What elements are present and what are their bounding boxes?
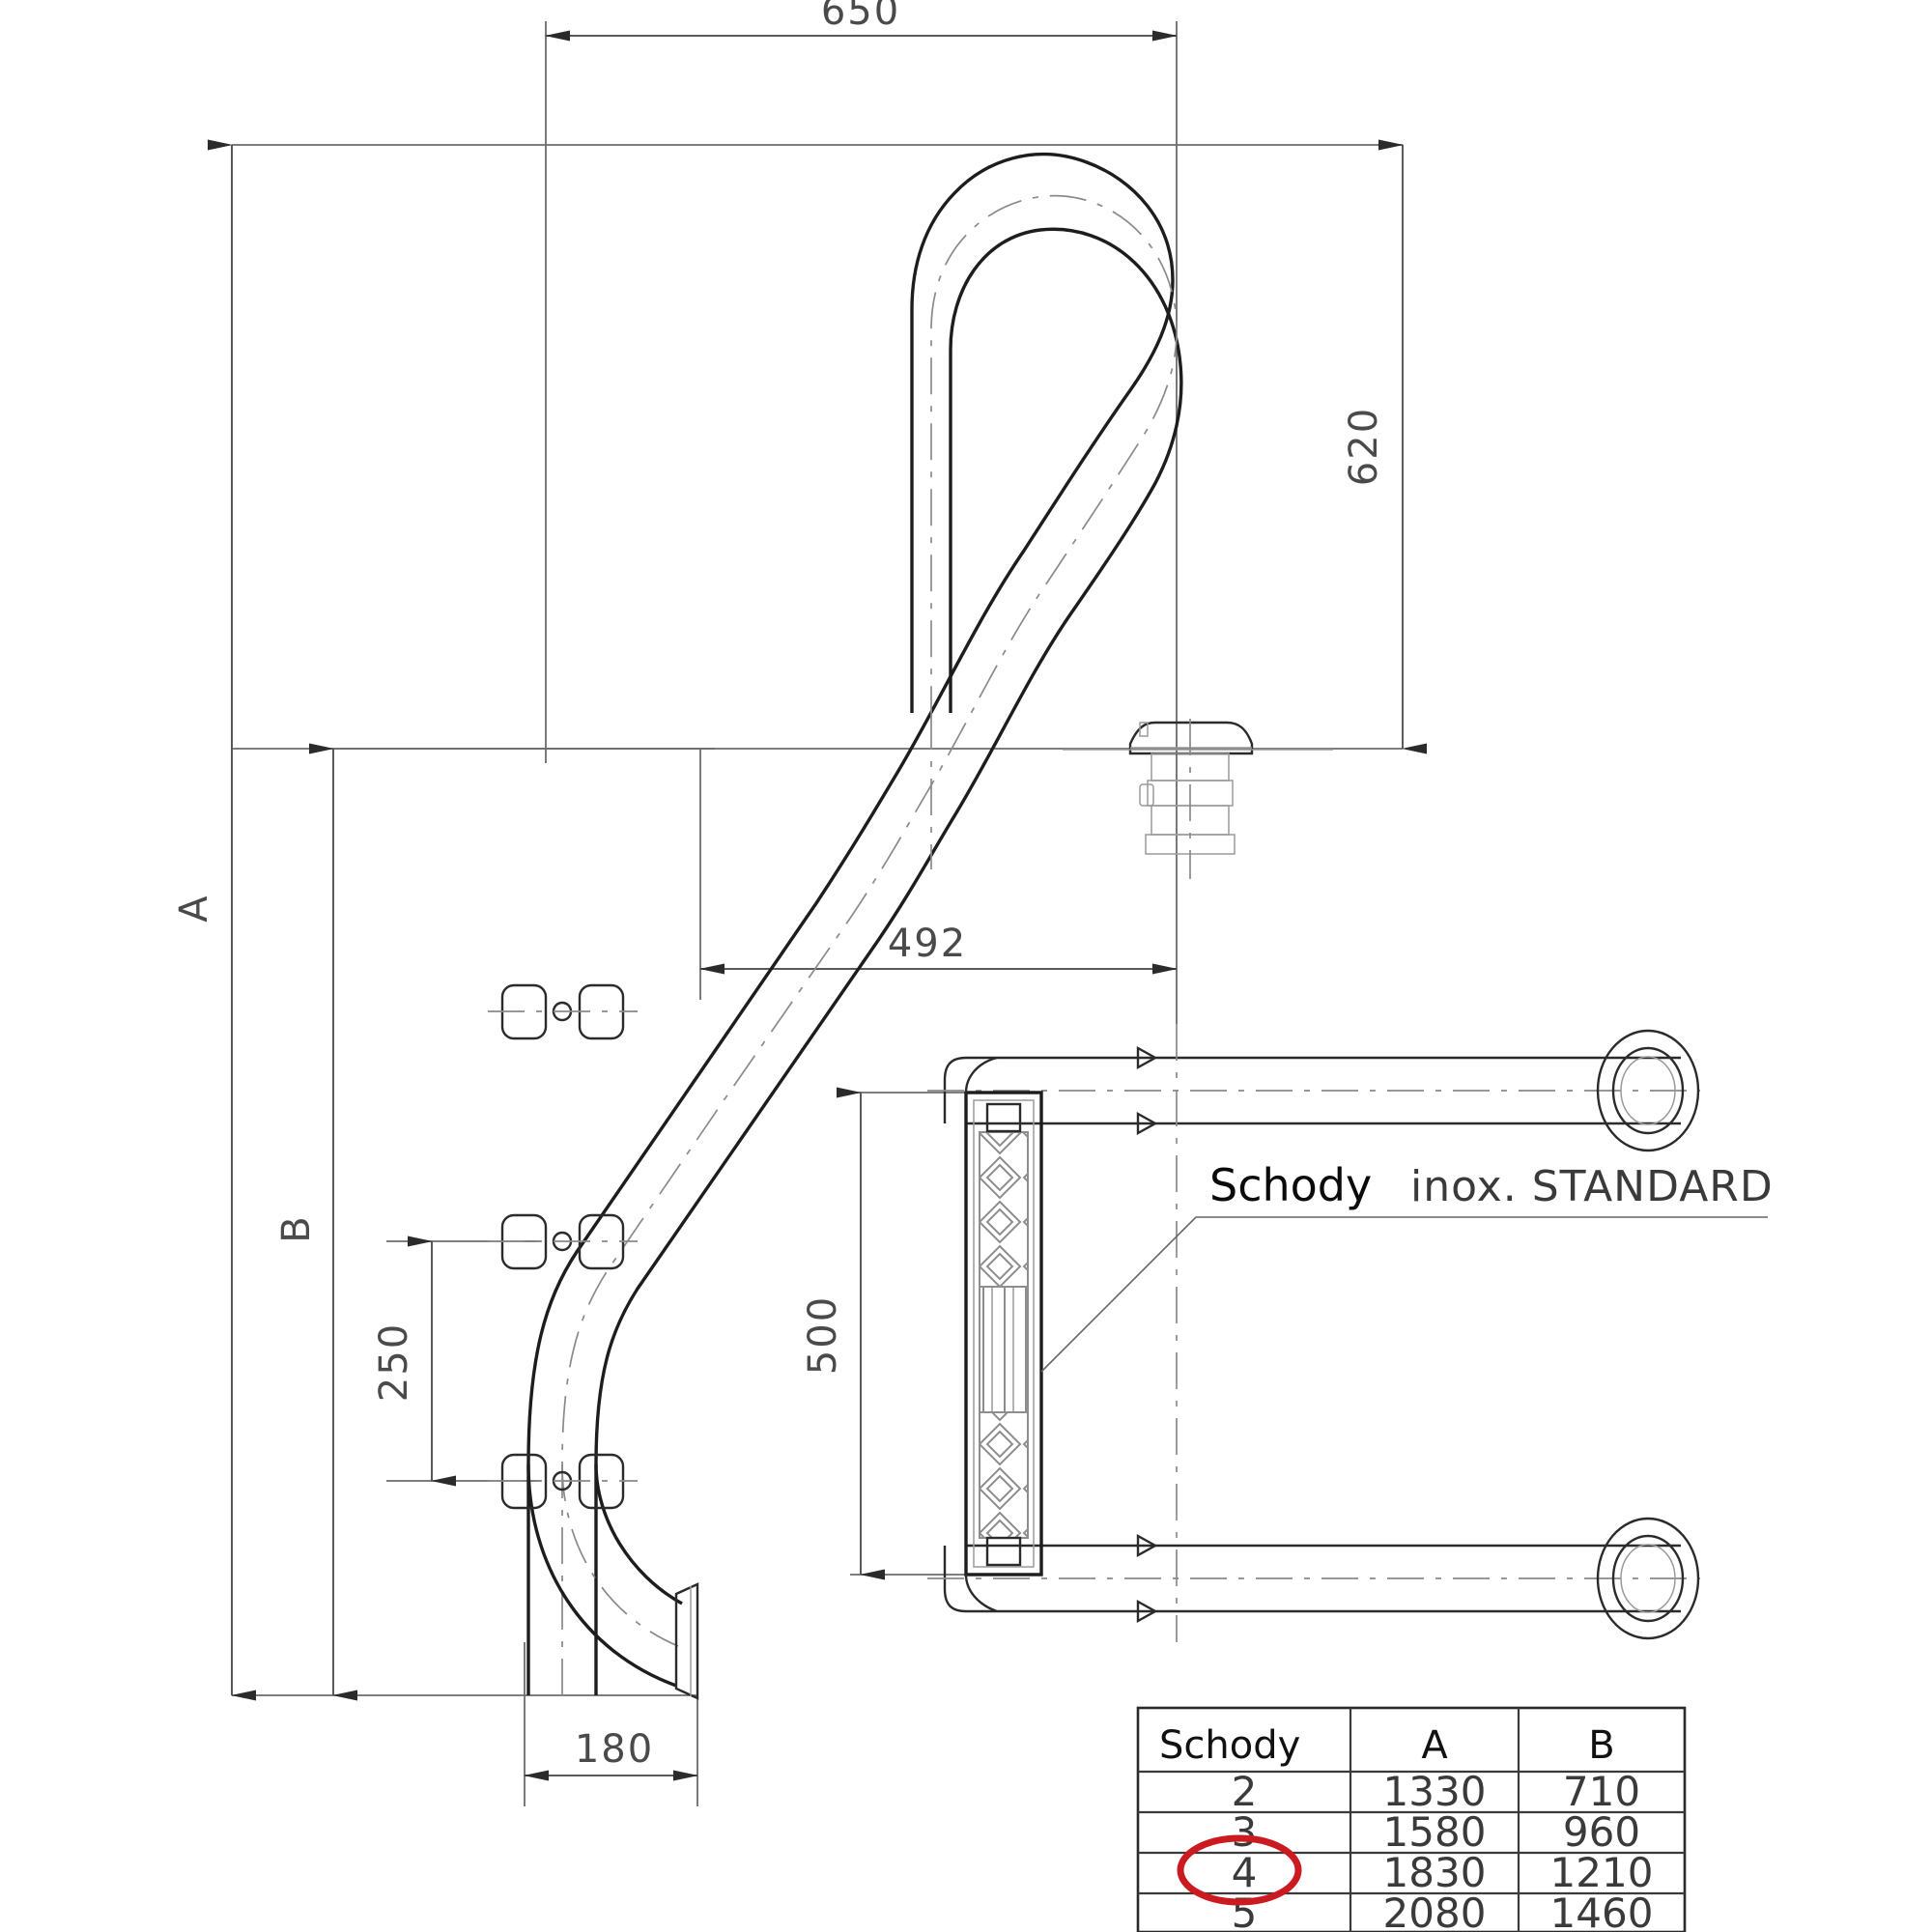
plan-step-tread bbox=[964, 1024, 1178, 1642]
table-row: 2 1330 710 bbox=[1232, 1768, 1640, 1815]
dimension-500-label: 500 bbox=[801, 1295, 845, 1375]
table-row: 5 2080 1460 bbox=[1232, 1889, 1654, 1932]
dimension-A-label: A bbox=[172, 894, 216, 922]
table-cell-a: 2080 bbox=[1383, 1889, 1487, 1932]
specification-table: Schody A B 2 1330 710 3 1580 960 4 1830 … bbox=[1136, 1706, 1687, 1932]
extension-lines bbox=[232, 21, 1403, 1806]
dimension-650: 650 bbox=[545, 0, 1178, 42]
plan-view-step bbox=[927, 1024, 1700, 1642]
plan-handrail-lower bbox=[927, 1517, 1700, 1640]
step-bracket-top bbox=[488, 983, 638, 1040]
step-bracket-middle bbox=[488, 1213, 638, 1270]
table-header-schody: Schody bbox=[1159, 1723, 1300, 1768]
table-row: 3 1580 960 bbox=[1232, 1808, 1640, 1856]
table-header-a: A bbox=[1421, 1723, 1448, 1768]
plan-handrail-upper bbox=[927, 1029, 1700, 1152]
dimension-492: 492 bbox=[699, 922, 1178, 975]
table-cell-b: 710 bbox=[1563, 1768, 1640, 1815]
dimension-492-label: 492 bbox=[888, 922, 967, 966]
dimension-250: 250 bbox=[372, 1236, 541, 1487]
table-cell-a: 1580 bbox=[1383, 1808, 1487, 1856]
table-cell-a: 1330 bbox=[1383, 1768, 1487, 1815]
table-cell-b: 960 bbox=[1563, 1808, 1640, 1856]
dimension-B-label: B bbox=[274, 1214, 319, 1242]
dimension-180: 180 bbox=[524, 1727, 698, 1781]
table-row: 4 1830 1210 bbox=[1232, 1849, 1654, 1896]
dimension-500: 500 bbox=[801, 1087, 976, 1580]
deck-anchor-flange bbox=[1063, 719, 1333, 879]
dimension-620-label: 620 bbox=[1342, 407, 1386, 486]
table-cell-a: 1830 bbox=[1383, 1849, 1487, 1896]
table-cell-b: 1210 bbox=[1550, 1849, 1654, 1896]
table-cell-schody: 5 bbox=[1232, 1889, 1258, 1932]
dimension-B: B bbox=[274, 743, 357, 1701]
dimension-650-label: 650 bbox=[821, 0, 900, 34]
dimension-180-label: 180 bbox=[575, 1727, 654, 1772]
dimension-620: 620 bbox=[1342, 139, 1427, 754]
table-cell-schody: 4 bbox=[1232, 1849, 1258, 1896]
table-cell-schody: 2 bbox=[1232, 1768, 1258, 1815]
callout-leader bbox=[1040, 1216, 1768, 1373]
table-header-b: B bbox=[1588, 1723, 1614, 1768]
table-cell-schody: 3 bbox=[1232, 1808, 1258, 1856]
callout-primary-label: Schody bbox=[1209, 1159, 1372, 1211]
dimension-250-label: 250 bbox=[372, 1322, 416, 1402]
ladder-side-elevation bbox=[526, 152, 1183, 1700]
callout-secondary-label: inox. STANDARD bbox=[1410, 1162, 1774, 1211]
dimension-A: A bbox=[172, 139, 256, 1701]
table-cell-b: 1460 bbox=[1550, 1889, 1654, 1932]
foot-wall-flange bbox=[674, 1582, 699, 1700]
step-bracket-bottom bbox=[488, 1453, 638, 1510]
highlight-ellipse bbox=[1177, 1834, 1302, 1906]
